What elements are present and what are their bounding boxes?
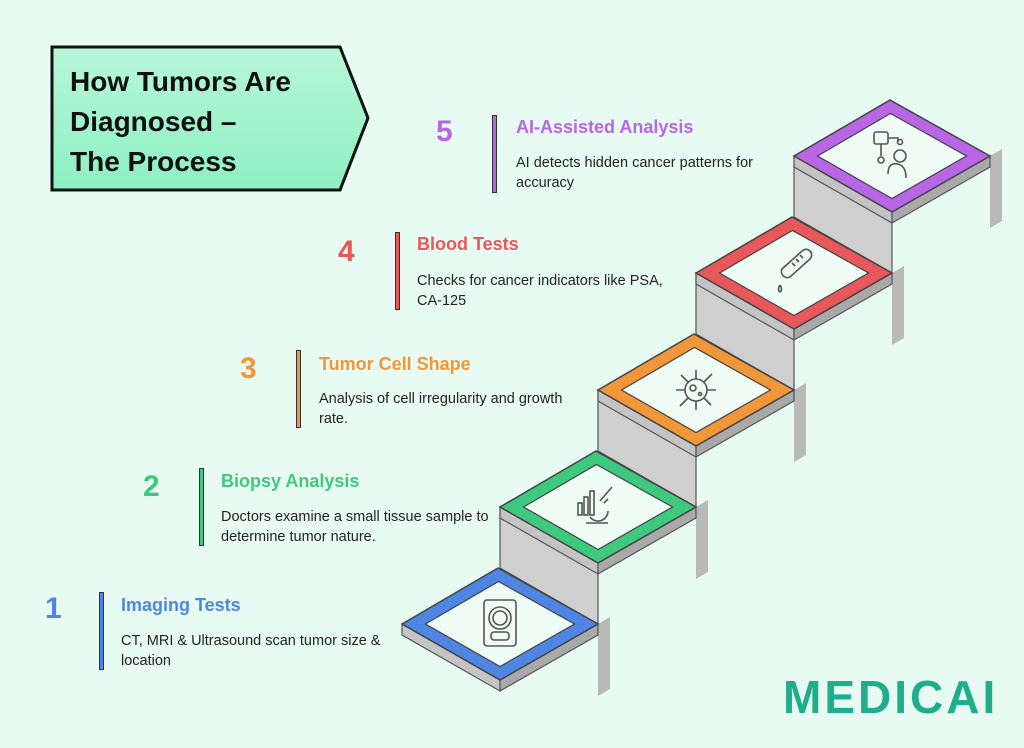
- step-title: Biopsy Analysis: [221, 471, 360, 491]
- ai-robot-icon: [873, 131, 907, 179]
- step-description: Doctors examine a small tissue sample to…: [221, 509, 489, 545]
- page-title: How Tumors Are Diagnosed – The Process: [70, 62, 291, 182]
- step-description: Analysis of cell irregularity and growth…: [319, 391, 563, 427]
- step-accent-bar: [492, 115, 497, 193]
- stair-side-face: [990, 149, 1002, 228]
- title-banner: [50, 45, 370, 192]
- step-number: 4: [338, 235, 355, 268]
- medicai-logo: MEDICAI: [783, 671, 999, 723]
- step-number: 3: [240, 352, 257, 385]
- step-title: Blood Tests: [417, 234, 519, 254]
- title-line: The Process: [70, 146, 237, 177]
- step-number: 1: [45, 592, 62, 625]
- step-number: 2: [143, 470, 160, 503]
- microscope-icon: [577, 486, 613, 524]
- cell-icon: [676, 370, 716, 410]
- mri-scanner-icon: [483, 599, 517, 647]
- step-title: Tumor Cell Shape: [319, 354, 471, 374]
- step-number: 5: [436, 115, 453, 148]
- step-top-inner: [522, 463, 674, 551]
- step-description: Checks for cancer indicators like PSA, C…: [417, 273, 663, 309]
- step-title: Imaging Tests: [121, 595, 241, 615]
- step-accent-bar: [296, 350, 301, 428]
- step-accent-bar: [395, 232, 400, 310]
- stair-side-face: [794, 383, 806, 462]
- step-top-inner: [816, 112, 968, 200]
- step-title: AI-Assisted Analysis: [516, 117, 694, 137]
- stair-side-face: [598, 617, 610, 696]
- test-tube-icon: [777, 248, 813, 293]
- step-accent-bar: [199, 468, 204, 546]
- stair-side-face: [892, 266, 904, 345]
- step-description: CT, MRI & Ultrasound scan tumor size & l…: [121, 633, 381, 669]
- stair-side-face: [696, 500, 708, 579]
- step-accent-bar: [99, 592, 104, 670]
- step-top-inner: [424, 580, 576, 668]
- title-line: How Tumors Are: [70, 66, 291, 97]
- title-line: Diagnosed –: [70, 106, 237, 137]
- step-description: AI detects hidden cancer patterns for ac…: [516, 155, 753, 191]
